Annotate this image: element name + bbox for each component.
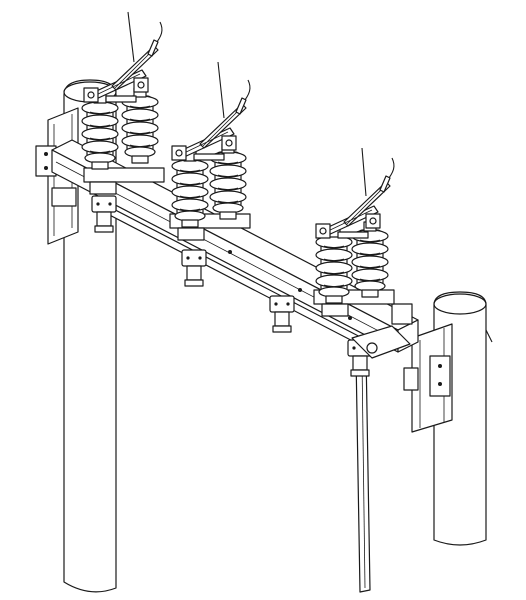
center-support-post <box>355 351 371 593</box>
switch-phase-b <box>169 61 251 241</box>
right-pole <box>403 291 493 546</box>
switch-phase-c <box>313 147 395 317</box>
switch-phase-a <box>81 11 165 195</box>
